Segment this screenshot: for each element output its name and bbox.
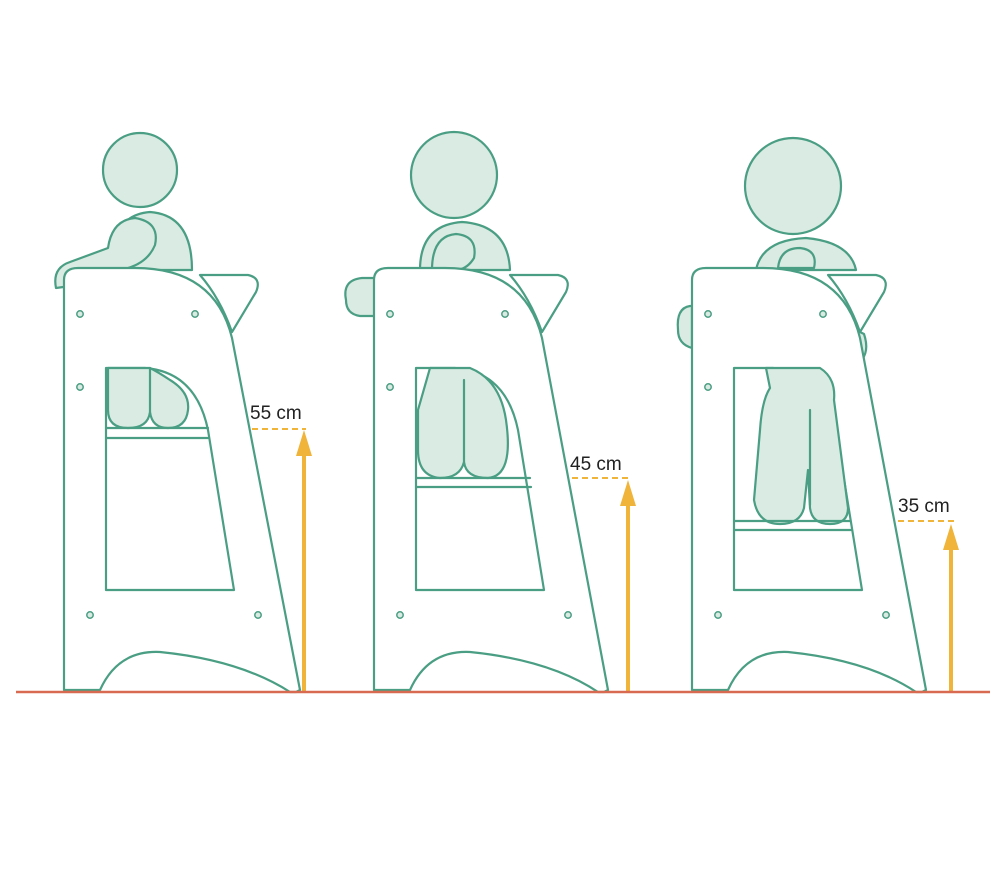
child-legs [752,366,850,526]
child-arm [676,304,694,350]
height-label: 55 cm [250,403,302,424]
child-arm [430,232,476,272]
stool-handle [508,273,569,334]
stool-35: 35 cm [676,136,959,694]
child-arm [776,246,816,270]
height-label: 45 cm [570,454,622,475]
stool-handle [198,273,259,334]
height-label: 35 cm [898,496,950,517]
stool-55: 55 cm [54,131,312,694]
child-head [101,131,179,209]
child-head [743,136,843,236]
child-head [409,130,499,220]
stool-45: 45 cm [344,130,636,694]
stool-handle [826,273,887,334]
child-arm [344,276,377,318]
